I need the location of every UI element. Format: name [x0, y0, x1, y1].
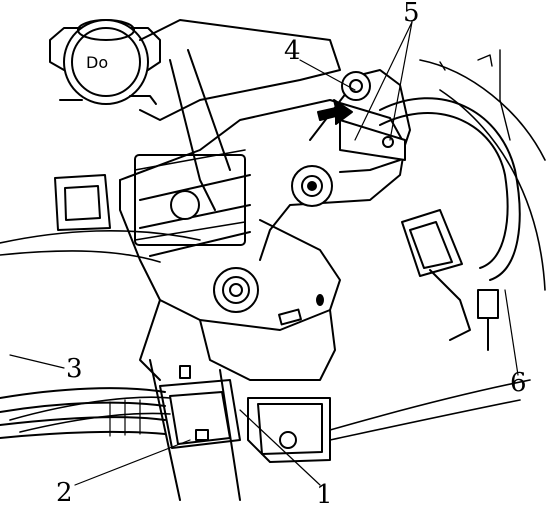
- ribbed-clamp: [134, 149, 246, 246]
- leader-lines: [9, 21, 519, 486]
- pivot-bolt: [213, 267, 259, 313]
- callout-5: 5: [403, 0, 420, 28]
- reservoir-cap: Do: [49, 19, 161, 105]
- callout-4: 4: [284, 36, 301, 66]
- brake-light-switch: [247, 397, 331, 463]
- reservoir-cap-text: Do: [86, 53, 108, 72]
- upper-bracket: [139, 19, 341, 211]
- left-connector: [54, 174, 111, 231]
- wiring-harness: [0, 387, 166, 439]
- switch-clip: [159, 365, 241, 449]
- callout-1: 1: [316, 480, 333, 510]
- right-pipe-and-connector: [379, 49, 521, 351]
- arrow-right-icon: [317, 99, 353, 125]
- callout-6: 6: [510, 368, 527, 398]
- callout-2: 2: [56, 478, 73, 508]
- callout-3: 3: [66, 354, 83, 384]
- pushrod-linkage: [291, 69, 411, 207]
- background-contours: [0, 59, 546, 441]
